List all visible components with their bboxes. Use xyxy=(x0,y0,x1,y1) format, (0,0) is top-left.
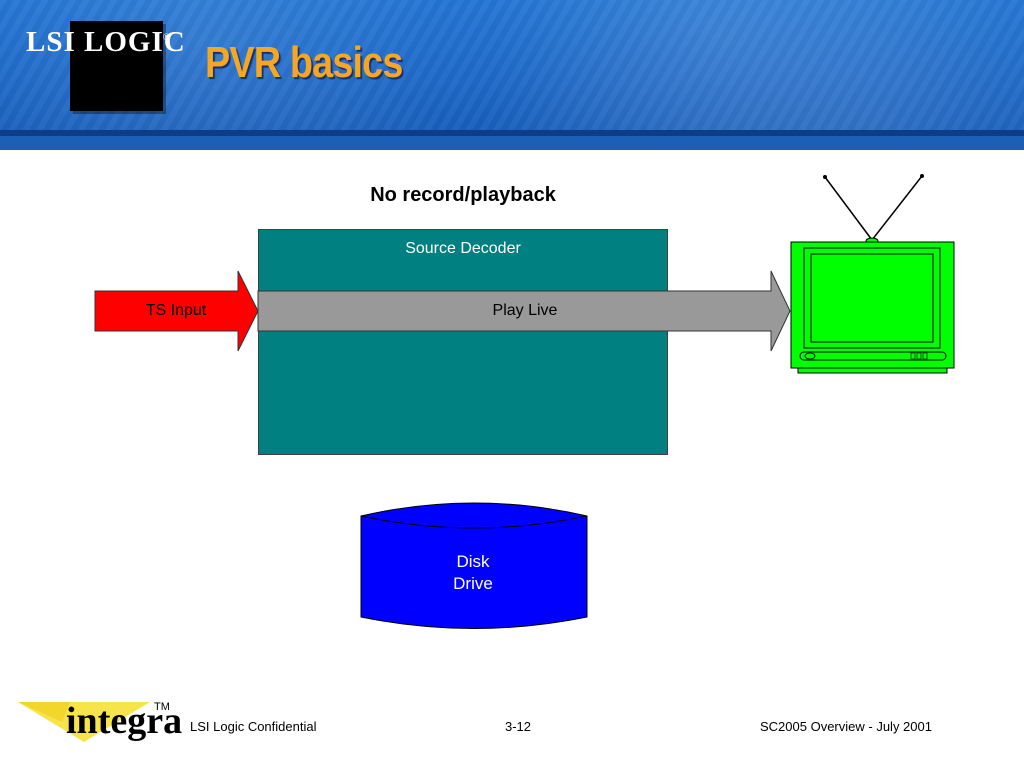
source-decoder-block xyxy=(258,229,668,455)
disk-drive-label-line2: Drive xyxy=(453,574,493,593)
lsi-logic-logo-box xyxy=(70,21,163,111)
footer-confidential: LSI Logic Confidential xyxy=(190,719,317,734)
disk-drive-label-line1: Disk xyxy=(456,552,490,571)
integra-wordmark: integra xyxy=(66,700,182,742)
lsi-logic-logo: LSI LOGIC xyxy=(26,26,186,58)
ts-input-label: TS Input xyxy=(145,302,207,319)
play-live-label: Play Live xyxy=(492,302,558,319)
header-banner: LSI LOGIC ® PVR basics xyxy=(0,0,1024,150)
source-decoder-label: Source Decoder xyxy=(405,240,521,257)
slide-title: PVR basics xyxy=(205,38,403,87)
footer-page-number: 3-12 xyxy=(505,719,532,734)
ts-input-arrow xyxy=(94,270,259,352)
header-divider-dark xyxy=(0,130,1024,136)
header-divider-light xyxy=(0,136,1024,150)
play-live-arrow xyxy=(257,270,791,352)
footer-presentation-info: SC2005 Overview - July 2001 xyxy=(760,719,932,734)
registered-mark: ® xyxy=(163,32,170,42)
trademark-symbol: TM xyxy=(154,701,170,713)
diagram-subtitle: No record/playback xyxy=(370,184,556,206)
disk-drive-label: Disk Drive xyxy=(413,551,533,595)
header-texture xyxy=(0,0,1024,150)
